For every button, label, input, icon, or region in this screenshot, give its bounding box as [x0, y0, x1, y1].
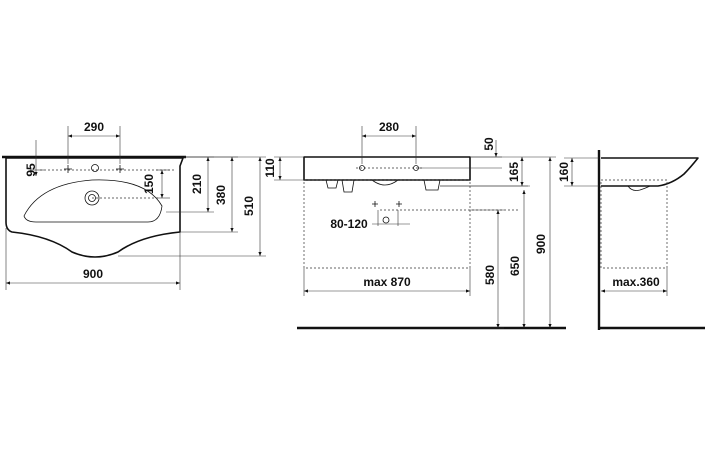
profile-furniture-outline: [600, 179, 668, 269]
dim-510-label: 510: [242, 196, 256, 216]
drain-inner: [88, 194, 96, 202]
dim-160-label: 160: [557, 162, 571, 182]
drain-outer: [84, 190, 100, 206]
dim-165-label: 165: [507, 162, 521, 182]
basin-outline: [5, 157, 184, 258]
elevation-view: 80-120 280 50 110 165 max 870 580: [263, 120, 566, 330]
front-view: 290 95 150 210 380 510 900: [2, 120, 266, 290]
drain-cross-left: [372, 201, 378, 207]
dim-max-360-label: max.360: [612, 275, 660, 289]
elevation-basin: [303, 156, 471, 181]
dim-290-label: 290: [84, 120, 104, 134]
dim-210-label: 210: [190, 174, 204, 194]
profile-view: 160 max.360: [557, 150, 705, 330]
drain-cross-right: [396, 201, 402, 207]
dim-280-label: 280: [379, 120, 399, 134]
dim-380-label: 380: [214, 185, 228, 205]
dim-150-label: 150: [142, 174, 156, 194]
dim-580-label: 580: [483, 265, 497, 285]
profile-basin: [601, 157, 699, 187]
tap-hole: [91, 164, 99, 172]
dim-900-height-label: 900: [534, 234, 548, 254]
dim-95-label: 95: [24, 163, 38, 177]
inner-bowl: [23, 179, 163, 223]
dim-110-label: 110: [263, 158, 277, 178]
profile-siphon: [627, 185, 651, 191]
dim-50-label: 50: [482, 137, 496, 151]
dim-650-label: 650: [508, 256, 522, 276]
tap-cross-left: [64, 165, 72, 173]
dim-80-120-label: 80-120: [330, 217, 368, 231]
dim-max-870-label: max 870: [363, 275, 411, 289]
elevation-underside: [325, 179, 441, 193]
tap-cross-right: [116, 165, 124, 173]
drain-pipe: [382, 216, 390, 224]
dim-900-width-label: 900: [83, 267, 103, 281]
furniture-outline: [303, 179, 471, 269]
